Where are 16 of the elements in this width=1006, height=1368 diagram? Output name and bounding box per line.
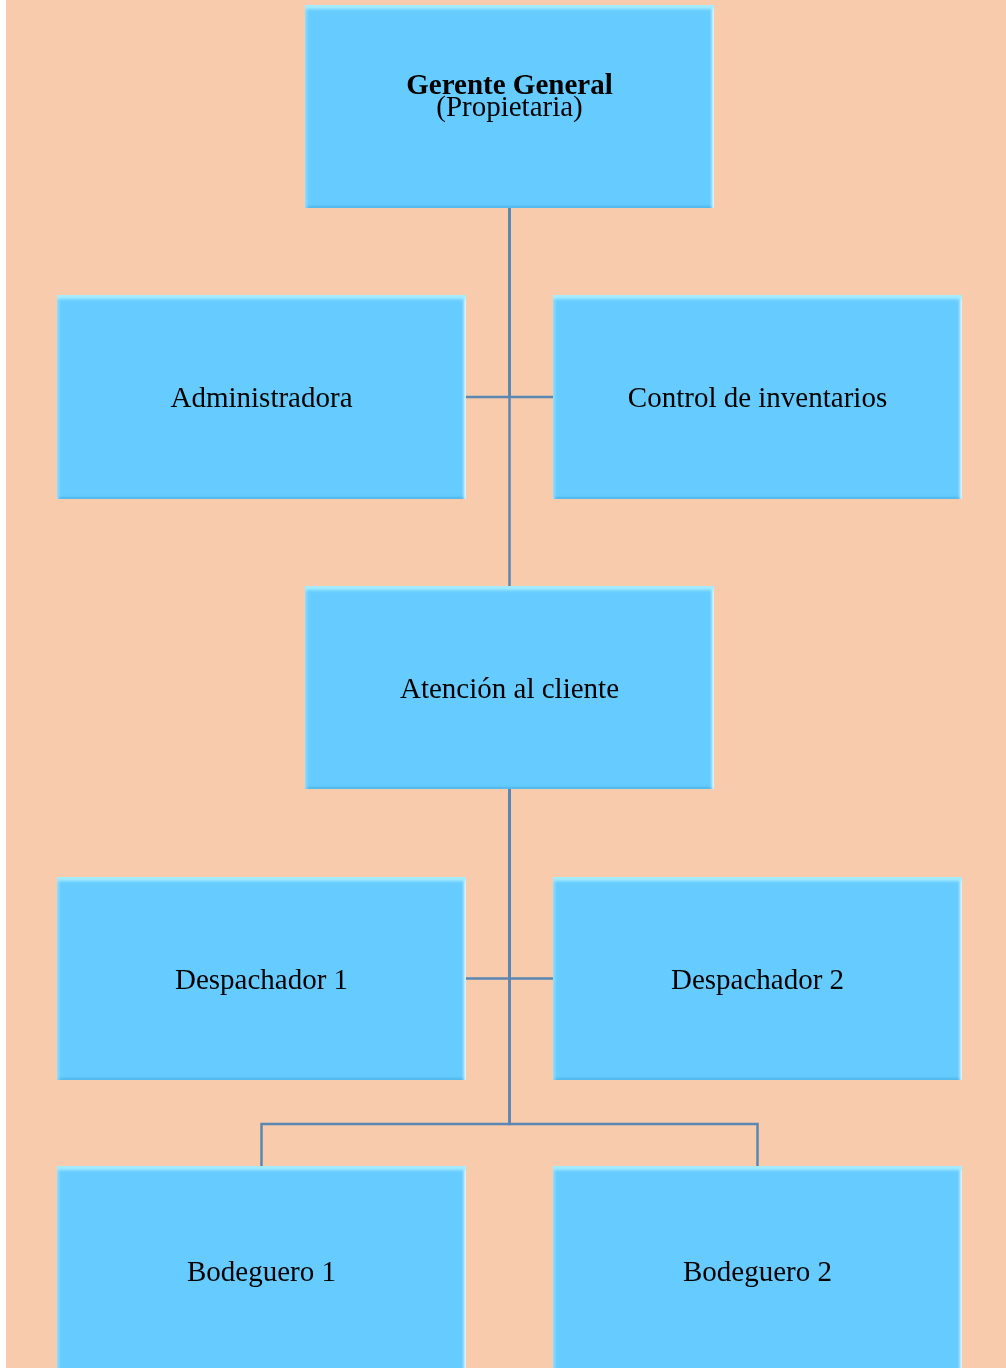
role-label: Bodeguero 1 [187,1254,336,1289]
role-label: Administradora [170,380,353,415]
role-label: Despachador 1 [174,961,349,997]
org-box [553,295,962,499]
org-box [57,1166,466,1368]
role-label: Control de inventarios [627,380,888,415]
org-box [57,295,466,499]
org-box [553,877,962,1080]
connector-line [508,208,511,586]
role-label: Atención al cliente [400,670,619,706]
org-box [305,586,714,789]
role-label: Bodeguero 2 [683,1254,832,1289]
org-box [57,877,466,1080]
org-box [553,1166,962,1368]
role-label: Despachador 2 [670,961,845,997]
org-box [305,5,714,208]
